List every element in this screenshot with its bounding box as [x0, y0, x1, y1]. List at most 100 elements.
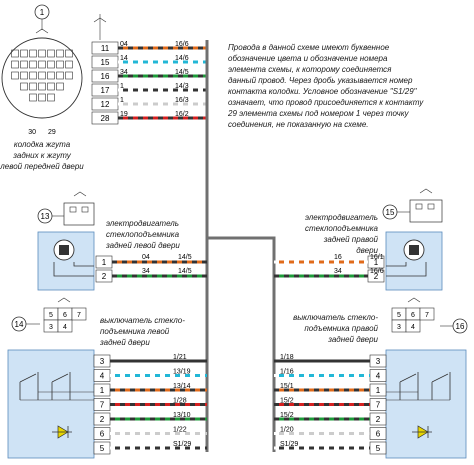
switch_left-pin-number-5: 6: [100, 430, 105, 439]
connector-pin-number-1: 15: [101, 58, 110, 67]
switch-right-title-1: выключатель стекло-: [293, 313, 378, 322]
motor-right-title-1: электродвигатель: [305, 213, 378, 222]
switch_left-grid-label-2: 7: [77, 312, 81, 319]
motor-right-title-2: стеклоподъемника: [305, 224, 379, 233]
connector-wire-code-4: 16/3: [175, 97, 189, 104]
connector-wire-code-2: 14/5: [175, 69, 189, 76]
switch_right-wire-code-2: 15/1: [280, 383, 294, 390]
note-line-8: соединения, не показанную на схеме.: [228, 120, 369, 129]
switch_left-pin-number-6: 5: [100, 444, 105, 453]
connector-caption-1: колодка жгута: [14, 140, 71, 149]
motor_right-pin-number-1: 2: [374, 272, 379, 281]
callout-16-label: 16: [456, 322, 465, 331]
connector-pin-square-5: [56, 49, 64, 58]
switch_right-wire-code-1: 1/16: [280, 369, 294, 376]
connector-pin-square-14: [11, 71, 19, 80]
connector-wire-label-2: 34: [120, 69, 128, 76]
connector-pin-square-28: [47, 93, 55, 102]
connector-pin-square-16: [29, 71, 37, 80]
switch-right-led-icon: [412, 425, 432, 439]
motor-left-title-3: задней левой двери: [105, 241, 180, 250]
motor_right-wire-code-0: 16/1: [370, 254, 384, 261]
switch_right-pin-number-5: 6: [376, 430, 381, 439]
switch_right-wire-code-5: 1/20: [280, 427, 294, 434]
connector-pin-square-27: [38, 93, 46, 102]
motor_left-wire-code-1: 14/5: [178, 268, 192, 275]
switch-left-title-1: выключатель стекло-: [100, 316, 185, 325]
note-line-5: контакта колодки. Условное обозначение "…: [228, 87, 418, 96]
connector-caption-3: левой передней двери: [0, 162, 84, 171]
note-line-6: означает, что провод присоединяется к ко…: [228, 98, 424, 107]
switch_right-grid-label-4: 4: [411, 324, 415, 331]
motor_left-wire-code-0: 14/5: [178, 254, 192, 261]
switch_left-pin-number-0: 3: [100, 357, 105, 366]
switch_right-wire-code-4: 15/2: [280, 412, 294, 419]
switch_left-wire-code-1: 13/19: [173, 369, 191, 376]
motor_left-wire-label-0: 04: [142, 254, 150, 261]
switch_left-pin-number-1: 4: [100, 372, 105, 381]
connector-pin-square-3: [38, 49, 46, 58]
switch-right-block: [385, 349, 467, 459]
connector-pin-square-2: [29, 49, 37, 58]
connector-wire-label-5: 19: [120, 111, 128, 118]
connector-pin-square-17: [38, 71, 46, 80]
motor-right-group: 15 электродвигатель стеклоподъемника зад…: [305, 188, 443, 291]
note-line-1: Провода в данной схеме имеют буквенное: [228, 43, 390, 52]
motor-left-title-2: стеклоподъемника: [106, 230, 180, 239]
switch_right-pin-number-2: 1: [376, 386, 381, 395]
connector-wire-code-3: 14/3: [175, 83, 189, 90]
connector-pin-square-4: [47, 49, 55, 58]
connector-body: [1, 37, 83, 119]
connector-pin-square-12: [56, 60, 64, 69]
switch_right-wire-code-6: S1/29: [280, 441, 298, 448]
note-block: Провода в данной схеме имеют буквенное о…: [227, 43, 424, 129]
motor_right-wire-code-1: 16/6: [370, 268, 384, 275]
switch_left-pin-number-2: 1: [100, 386, 105, 395]
switch_left-grid-label-1: 6: [63, 312, 67, 319]
connector-pin-number-3: 17: [101, 86, 110, 95]
motor_right-wire-label-0: 16: [334, 254, 342, 261]
connector-pin-square-13: [65, 60, 73, 69]
motor_right-pin-number-0: 1: [374, 258, 379, 267]
connector-pin-square-8: [20, 60, 28, 69]
callout-13-label: 13: [41, 212, 50, 221]
note-line-2: обозначение цвета и обозначение номера: [228, 54, 388, 63]
switch_right-wire-code-3: 15/2: [280, 398, 294, 405]
connector-wire-label-0: 04: [120, 41, 128, 48]
motor-right-title-3: задней правой: [323, 235, 379, 244]
connector-plug-icon: [93, 14, 107, 40]
switch_left-grid-cell-2: [71, 307, 87, 321]
switch_right-pin-number-1: 4: [376, 372, 381, 381]
switch-left-block: [7, 349, 95, 459]
connector-pin-number-2: 16: [101, 72, 110, 81]
connector-pin-square-26: [29, 93, 37, 102]
motor-right-title-4: двери: [356, 246, 378, 255]
connector-pin-square-1: [20, 49, 28, 58]
switch_right-grid-cell-4: [405, 319, 421, 333]
connector-pin-30: 30: [28, 129, 36, 136]
switch_left-grid-cell-4: [57, 319, 73, 333]
connector-wire-label-4: 1: [120, 97, 124, 104]
connector-pin-square-0: [11, 49, 19, 58]
connector-pin-square-23: [38, 82, 46, 91]
connector-pin-square-11: [47, 60, 55, 69]
connector-wire-label-3: 1: [120, 83, 124, 90]
switch_left-grid-label-0: 5: [49, 312, 53, 319]
switch_left-wire-code-0: 1/21: [173, 354, 187, 361]
connector-wire-code-0: 16/6: [175, 41, 189, 48]
connector-pin-square-9: [29, 60, 37, 69]
switch_left-grid-label-3: 3: [49, 324, 53, 331]
note-line-7: 29 элемента схемы под номером 1 через то…: [227, 109, 410, 118]
switch-left-title-2: подъемника левой: [100, 327, 170, 336]
callout-15-label: 15: [386, 208, 395, 217]
connector-wire-label-1: 14: [120, 55, 128, 62]
connector-pin-square-21: [20, 82, 28, 91]
connector-1-group: 1 30 29 колодка жгута задних к жгуту лев…: [0, 4, 84, 171]
callout-1-label: 1: [40, 8, 45, 17]
connector-pin-number-0: 11: [101, 44, 110, 53]
